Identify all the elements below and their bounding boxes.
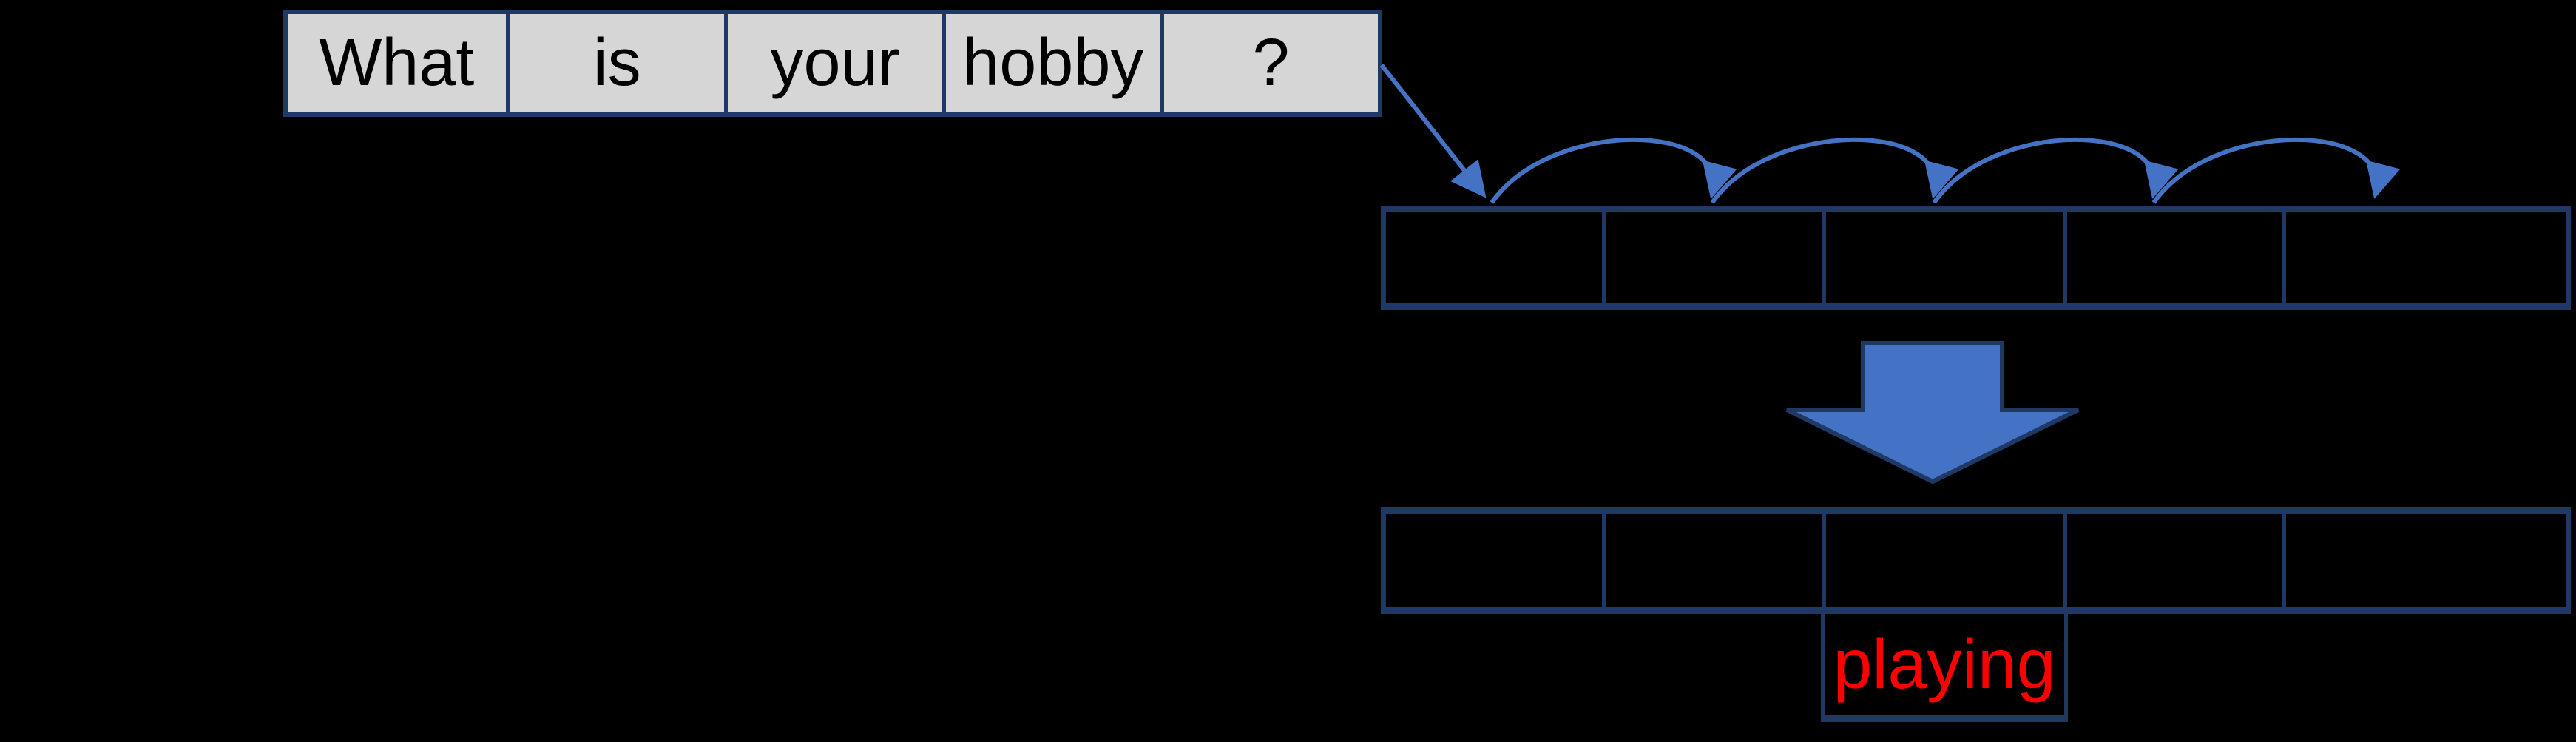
predicted-word-text: playing bbox=[1833, 624, 2056, 704]
sentence-cell: is bbox=[505, 14, 724, 112]
sentence-word: What bbox=[319, 26, 475, 100]
upper-empty-cell bbox=[2282, 212, 2566, 303]
sentence-cell: What bbox=[288, 14, 506, 112]
lower-empty-row bbox=[1381, 507, 2571, 614]
big-down-arrow-icon bbox=[1785, 341, 2080, 485]
sentence-word: your bbox=[770, 26, 900, 100]
sentence-cell: your bbox=[723, 14, 942, 112]
hop-arc-2-icon bbox=[1710, 137, 1959, 204]
upper-empty-cell bbox=[2062, 212, 2282, 303]
lower-empty-cell bbox=[1822, 514, 2062, 607]
lower-empty-cell bbox=[1386, 514, 1602, 607]
upper-empty-row bbox=[1381, 206, 2571, 310]
sentence-cell: ? bbox=[1160, 14, 1378, 112]
upper-empty-cell bbox=[1822, 212, 2062, 303]
predicted-word-cell: playing bbox=[1821, 614, 2068, 722]
sentence-word: hobby bbox=[962, 26, 1144, 100]
hop-arc-1-icon bbox=[1490, 137, 1737, 204]
sentence-cell: hobby bbox=[942, 14, 1160, 112]
lower-empty-cell bbox=[2282, 514, 2566, 607]
upper-empty-cell bbox=[1386, 212, 1602, 303]
upper-empty-cell bbox=[1601, 212, 1822, 303]
sentence-word: is bbox=[592, 26, 641, 100]
hop-arc-3-icon bbox=[1932, 137, 2179, 204]
hop-arc-4-icon bbox=[2151, 137, 2401, 204]
lower-empty-cell bbox=[1601, 514, 1822, 607]
lower-empty-cell bbox=[2062, 514, 2282, 607]
input-arrow-icon bbox=[1379, 64, 1487, 198]
sentence-word: ? bbox=[1252, 26, 1290, 100]
sentence-table: What is your hobby ? bbox=[283, 10, 1382, 117]
